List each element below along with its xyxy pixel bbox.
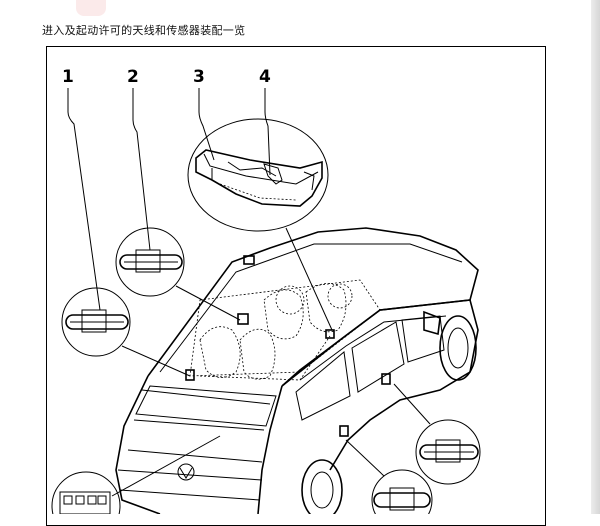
door-handle-detail-2 — [115, 227, 241, 321]
callout-label-4: 4 — [259, 67, 271, 87]
antenna-module-detail — [187, 118, 333, 331]
leader-lines — [67, 88, 271, 311]
page-caption: 进入及起动许可的天线和传感器装配一览 — [42, 24, 246, 37]
vehicle-outline — [115, 227, 479, 514]
callout-label-3: 3 — [193, 67, 205, 87]
vehicle-antenna-diagram: 1 2 3 4 — [51, 67, 481, 514]
page-edge-shadow — [591, 0, 600, 514]
door-handle-detail-1 — [61, 287, 191, 377]
callout-label-1: 1 — [62, 67, 74, 87]
door-handle-detail-right-lower — [345, 439, 433, 514]
control-unit-detail — [51, 435, 221, 514]
callout-label-2: 2 — [127, 67, 139, 87]
door-handle-detail-right-upper — [393, 383, 481, 485]
top-watermark — [76, 0, 106, 16]
